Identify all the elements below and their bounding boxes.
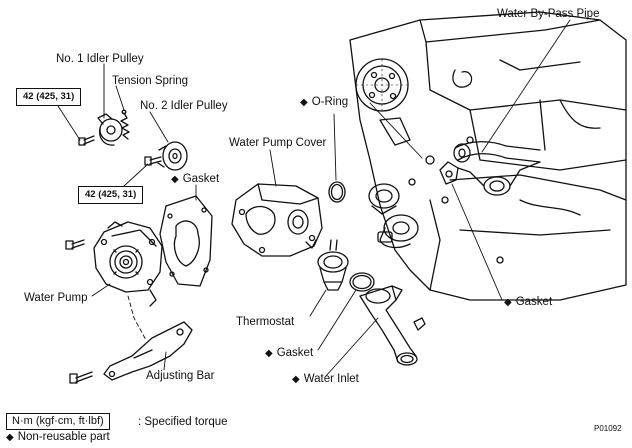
engine-block — [349, 11, 627, 301]
bolts — [65, 135, 426, 384]
camshaft-sprocket — [355, 58, 409, 112]
label-water-bypass-pipe: Water By-Pass Pipe — [497, 8, 600, 20]
water-inlet — [359, 285, 418, 366]
label-gasket-lower: Gasket — [265, 347, 313, 360]
thermostat-gasket — [349, 272, 375, 292]
idler-pulley-1 — [97, 113, 123, 146]
legend-unit-box: N·m (kgf·cm, ft·lbf) — [6, 413, 110, 430]
water-pump — [93, 221, 163, 307]
assembly-line — [127, 295, 147, 341]
label-adjusting-bar: Adjusting Bar — [146, 370, 215, 382]
bypass-gasket — [439, 161, 459, 185]
thermostat — [317, 239, 349, 291]
label-water-pump: Water Pump — [24, 292, 88, 304]
leader-lines — [57, 19, 571, 377]
label-water-pump-cover: Water Pump Cover — [229, 137, 327, 149]
tension-spring — [120, 109, 130, 140]
pump-gasket — [159, 195, 213, 287]
engine-sprockets — [368, 183, 419, 249]
label-o-ring: O-Ring — [300, 96, 348, 109]
o-ring — [328, 181, 346, 203]
label-water-inlet: Water Inlet — [292, 373, 359, 386]
label-tension-spring: Tension Spring — [112, 75, 189, 87]
adjusting-bar — [103, 321, 193, 381]
idler-pulley-2 — [157, 141, 188, 171]
label-no1-idler-pulley: No. 1 Idler Pulley — [56, 53, 144, 65]
water-bypass-pipe — [453, 141, 541, 196]
label-gasket-upper: Gasket — [171, 173, 219, 186]
figure-code: P01092 — [594, 424, 622, 433]
legend-non-reusable-part: Non-reusable part — [6, 431, 110, 444]
torque-spec-top: 42 (425, 31) — [16, 88, 82, 106]
label-no2-idler-pulley: No. 2 Idler Pulley — [140, 100, 228, 112]
label-thermostat: Thermostat — [236, 316, 295, 328]
label-gasket-right: Gasket — [504, 296, 552, 309]
torque-spec-mid: 42 (425, 31) — [78, 186, 144, 204]
water-pump-cover — [231, 183, 323, 257]
legend-specified-torque: : Specified torque — [138, 416, 228, 428]
